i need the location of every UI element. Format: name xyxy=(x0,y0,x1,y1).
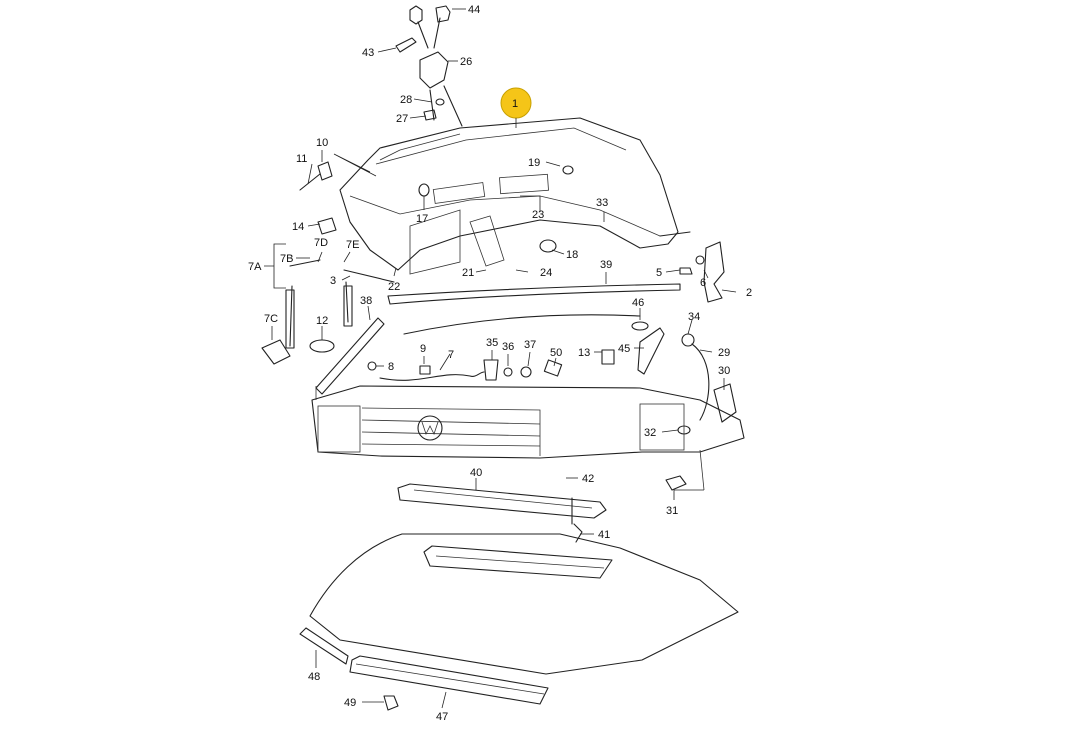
label-24: 24 xyxy=(540,267,552,279)
label-47: 47 xyxy=(436,711,448,723)
label-13: 13 xyxy=(578,347,590,359)
label-41: 41 xyxy=(598,529,610,541)
hardware-middle xyxy=(309,321,737,491)
label-50: 50 xyxy=(550,347,562,359)
label-40: 40 xyxy=(470,467,482,479)
label-48: 48 xyxy=(308,671,320,683)
label-22: 22 xyxy=(388,281,400,293)
label-19: 19 xyxy=(528,157,540,169)
hood-strut-left xyxy=(261,161,395,365)
hood-inner-panel xyxy=(339,117,691,275)
label-35: 35 xyxy=(486,337,498,349)
label-46: 46 xyxy=(632,297,644,309)
seal-strips xyxy=(315,283,681,395)
label-3: 3 xyxy=(330,275,336,287)
label-2: 2 xyxy=(746,287,752,299)
leader-lines xyxy=(264,8,737,709)
label-38: 38 xyxy=(360,295,372,307)
label-30: 30 xyxy=(718,365,730,377)
label-43: 43 xyxy=(362,47,374,59)
label-7B: 7B xyxy=(280,253,293,265)
label-42: 42 xyxy=(582,473,594,485)
label-12: 12 xyxy=(316,315,328,327)
label-17: 17 xyxy=(416,213,428,225)
label-11: 11 xyxy=(296,153,307,165)
seals-bottom xyxy=(299,627,549,711)
hood-outer-panel xyxy=(309,497,739,675)
grille-trim xyxy=(397,483,607,519)
label-29: 29 xyxy=(718,347,730,359)
label-39: 39 xyxy=(600,259,612,271)
label-7C: 7C xyxy=(264,313,278,325)
label-23: 23 xyxy=(532,209,544,221)
label-26: 26 xyxy=(460,56,472,68)
release-lever-assembly xyxy=(395,5,463,127)
label-36: 36 xyxy=(502,341,514,353)
label-7E: 7E xyxy=(346,239,359,251)
label-32: 32 xyxy=(644,427,656,439)
label-31: 31 xyxy=(666,505,678,517)
label-27: 27 xyxy=(396,113,408,125)
label-45: 45 xyxy=(618,343,630,355)
label-7D: 7D xyxy=(314,237,328,249)
label-1: 1 xyxy=(512,98,518,110)
label-37: 37 xyxy=(524,339,536,351)
vehicle-front xyxy=(311,385,745,491)
label-7: 7 xyxy=(448,349,454,361)
label-49: 49 xyxy=(344,697,356,709)
label-7A: 7A xyxy=(248,261,262,273)
label-10: 10 xyxy=(316,137,328,149)
hood-hinge-right xyxy=(679,241,725,303)
label-34: 34 xyxy=(688,311,700,323)
label-28: 28 xyxy=(400,94,412,106)
label-6: 6 xyxy=(700,277,706,289)
label-5: 5 xyxy=(656,267,662,279)
label-18: 18 xyxy=(566,249,578,261)
part-labels: 44 43 26 28 27 1 10 11 19 17 23 33 14 7D… xyxy=(248,4,752,723)
label-14: 14 xyxy=(292,221,304,233)
label-8: 8 xyxy=(388,361,394,373)
label-21: 21 xyxy=(462,267,474,279)
label-33: 33 xyxy=(596,197,608,209)
label-44: 44 xyxy=(468,4,480,16)
label-9: 9 xyxy=(420,343,426,355)
